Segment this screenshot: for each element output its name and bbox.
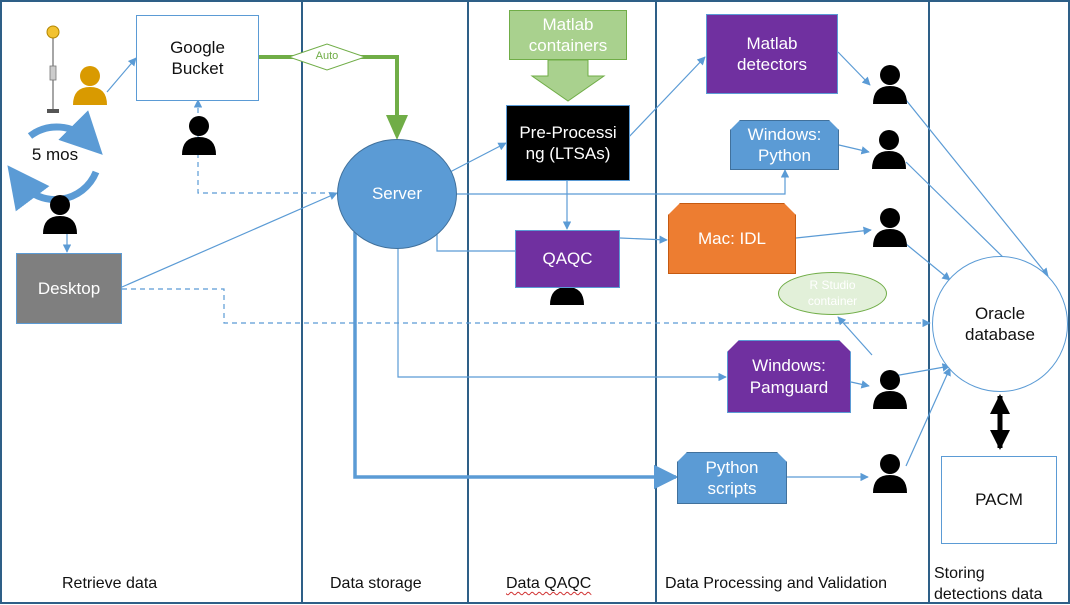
lane-label-data-processing: Data Processing and Validation	[665, 575, 887, 593]
matlab-containers-line2: containers	[528, 36, 608, 55]
lane-label-storing-line2: detections data	[934, 586, 1043, 603]
google-bucket-label-line2: Bucket	[171, 59, 224, 78]
rstudio-container-node: R Studio container	[778, 272, 887, 315]
cycle-label: 5 mos	[20, 142, 90, 168]
windows-pamguard-line1: Windows:	[752, 356, 826, 376]
python-scripts-node: Python scripts	[677, 452, 787, 504]
server-node: Server	[337, 139, 457, 249]
preprocessing-line2: ng (LTSAs)	[525, 144, 611, 163]
server-to-python-scripts-connector	[353, 232, 679, 490]
lane-label-storing-detections: Storing detections data	[934, 563, 1043, 605]
auto-upload-arrow	[259, 43, 408, 140]
rstudio-line1: R Studio	[809, 277, 856, 292]
python-scripts-line1: Python	[705, 457, 759, 477]
lane-label-retrieve-data: Retrieve data	[62, 575, 157, 593]
lane-label-data-storage: Data storage	[330, 575, 422, 593]
windows-python-line2: Python	[758, 146, 811, 165]
windows-python-node: Windows: Python	[730, 120, 839, 170]
auto-edge-label-text: Auto	[315, 50, 339, 63]
oracle-database-node: Oracle database	[932, 256, 1068, 392]
oracle-line1: Oracle	[974, 303, 1026, 323]
lane-label-data-storage-text: Data storage	[330, 575, 422, 592]
lane-label-data-processing-text: Data Processing and Validation	[665, 575, 888, 592]
mac-idl-label: Mac: IDL	[697, 228, 767, 248]
desktop-label: Desktop	[37, 278, 101, 298]
rstudio-line2: container	[807, 293, 858, 308]
python-scripts-line2: scripts	[707, 479, 757, 498]
desktop-node: Desktop	[16, 253, 122, 324]
mac-idl-node: Mac: IDL	[668, 203, 796, 274]
matlab-detectors-node: Matlab detectors	[706, 14, 838, 94]
oracle-line2: database	[965, 325, 1035, 344]
lane-label-data-qaqc-text: Data QAQC	[506, 575, 592, 592]
flow-connectors	[62, 51, 1049, 482]
google-bucket-label-line1: Google	[170, 37, 225, 57]
recorder-icon	[46, 25, 60, 113]
preprocessing-line1: Pre-Processi	[519, 122, 617, 142]
matlab-detectors-line1: Matlab	[746, 33, 798, 53]
lane-label-data-qaqc: Data QAQC	[506, 575, 591, 593]
server-label: Server	[371, 184, 423, 204]
matlab-detectors-line2: detectors	[737, 55, 807, 74]
windows-pamguard-node: Windows: Pamguard	[727, 340, 851, 413]
pacm-node: PACM	[941, 456, 1057, 544]
lane-label-retrieve-data-text: Retrieve data	[62, 575, 158, 592]
matlab-containers-node: Matlab containers	[509, 10, 627, 60]
qaqc-node: QAQC	[515, 230, 620, 288]
matlab-containers-line1: Matlab	[542, 14, 594, 34]
windows-pamguard-line2: Pamguard	[749, 377, 829, 397]
qaqc-label: QAQC	[542, 249, 593, 269]
preprocessing-node: Pre-Processi ng (LTSAs)	[506, 105, 630, 181]
cycle-label-text: 5 mos	[31, 145, 79, 165]
matlab-containers-arrow	[530, 59, 606, 102]
windows-python-line1: Windows:	[747, 124, 822, 144]
pacm-label: PACM	[975, 490, 1023, 510]
google-bucket-node: Google Bucket	[136, 15, 259, 101]
lane-label-storing-line1: Storing	[934, 565, 985, 582]
auto-edge-label: Auto	[303, 47, 351, 67]
